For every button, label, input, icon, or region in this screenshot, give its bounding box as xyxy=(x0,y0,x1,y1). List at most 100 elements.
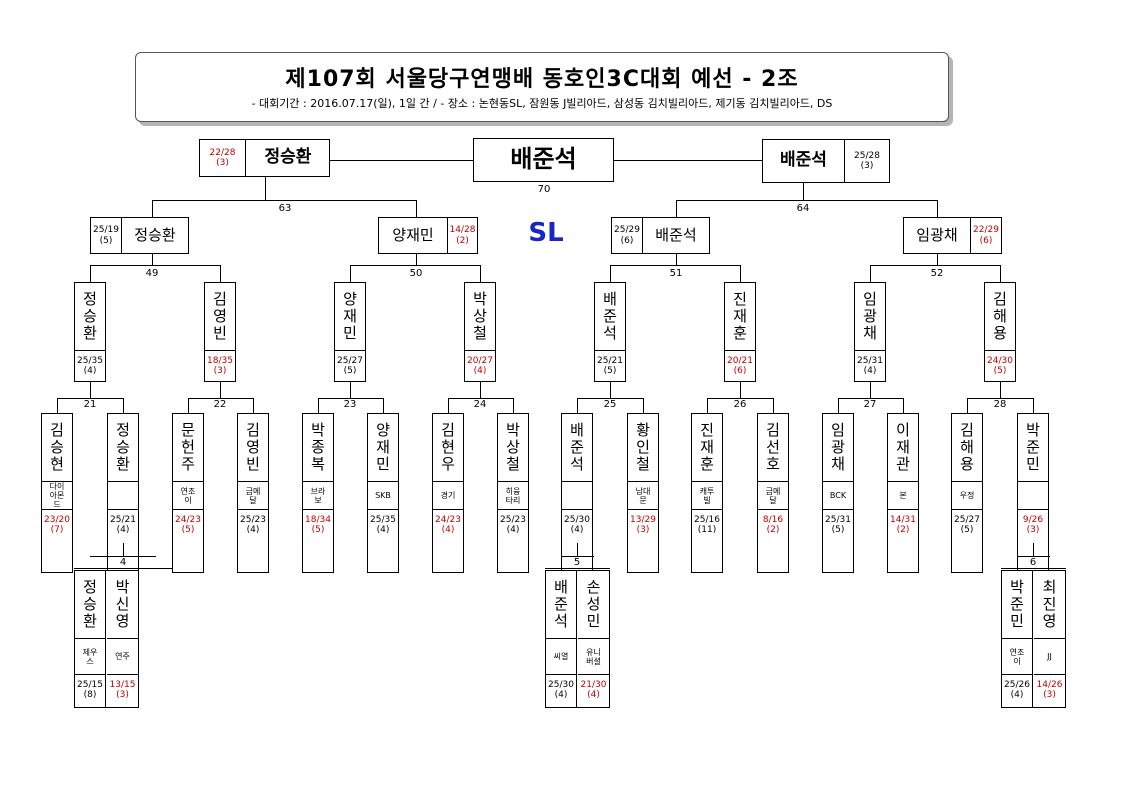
player-score-value: 25/35 xyxy=(370,514,396,525)
player-score-value: 25/16 xyxy=(694,514,720,525)
player-name-text: 박종복 xyxy=(311,420,325,474)
match-number: 49 xyxy=(145,268,159,279)
player-score: 25/19(5) xyxy=(91,218,122,253)
bracket-line xyxy=(123,543,124,557)
player-rank: (5) xyxy=(311,525,325,535)
player-name-text: 김영빈 xyxy=(246,420,260,474)
player-rank: (8) xyxy=(83,690,97,700)
bracket-line xyxy=(1001,568,1066,569)
player-rank: (4) xyxy=(506,525,520,535)
player-name: 진재훈 xyxy=(725,283,755,351)
player-rank: (4) xyxy=(116,525,130,535)
player-name: 배준석 xyxy=(545,571,577,639)
player-rank: (5) xyxy=(831,525,845,535)
player-rank: (3) xyxy=(116,690,129,700)
quarter-player-box: 22/29(6)임광채 xyxy=(903,217,1002,254)
player-rank: (4) xyxy=(587,690,600,700)
bracket-line xyxy=(318,398,319,414)
quarter-player-box: 25/19(5)정승환 xyxy=(90,217,189,254)
bracket-line xyxy=(803,183,804,201)
player-club-text: 금메달 xyxy=(245,486,261,505)
match-number: 64 xyxy=(796,203,810,214)
player-box: 박상철 20/27(4) xyxy=(464,282,496,382)
match-number: 26 xyxy=(733,399,747,410)
player-rank: (5) xyxy=(960,525,974,535)
player-rank: (4) xyxy=(83,366,97,376)
player-score-value: 24/23 xyxy=(175,514,201,525)
player-rank: (4) xyxy=(376,525,390,535)
finalist-score: 25/28(3) xyxy=(845,140,889,182)
player-name: 박준민 xyxy=(1001,571,1033,639)
player-score: 18/35(3) xyxy=(205,351,235,381)
player-score: 25/21(5) xyxy=(595,351,625,381)
player-score: 25/26(4) xyxy=(1002,675,1033,705)
player-name: 정승환 xyxy=(108,414,138,482)
bracket-line xyxy=(350,382,351,399)
player-name-text: 김승현 xyxy=(50,420,64,474)
bracket-line xyxy=(937,200,938,218)
player-score: 25/15(8) xyxy=(75,675,106,705)
player-club: 경기 xyxy=(433,482,463,510)
player-score-value: 8/16 xyxy=(762,514,784,525)
player-club-text: 캐투빌 xyxy=(699,486,715,505)
player-club: SKB xyxy=(368,482,398,510)
player-name-text: 배준석 xyxy=(570,420,584,474)
player-score-value: 25/27 xyxy=(954,514,980,525)
bracket-line xyxy=(90,382,91,399)
player-club xyxy=(108,482,138,510)
player-name: 양재민 xyxy=(335,283,365,351)
bracket-line xyxy=(1000,382,1001,399)
bracket-line xyxy=(773,398,774,414)
player-score: 24/30(5) xyxy=(985,351,1015,381)
bracket-line xyxy=(610,265,741,266)
bracket-line xyxy=(577,543,578,557)
player-name: 김선호 xyxy=(758,414,788,482)
finalist-name: 배준석 xyxy=(763,140,845,182)
bracket-line xyxy=(870,265,1001,266)
player-score: 20/27(4) xyxy=(465,351,495,381)
player-rank: (3) xyxy=(1043,690,1056,700)
player-name-text: 박준민 xyxy=(1010,577,1024,631)
bracket-line xyxy=(416,254,417,266)
player-name-text: 박상철 xyxy=(473,289,487,343)
page-title: 제107회 서울당구연맹배 동호인3C대회 예선 - 2조 xyxy=(285,67,799,92)
player-club: 히융타리 xyxy=(498,482,528,510)
bracket-line xyxy=(152,200,153,218)
player-club: 금메달 xyxy=(238,482,268,510)
player-score-value: 18/35 xyxy=(207,355,233,366)
match-number: 23 xyxy=(343,399,357,410)
player-name-text: 배준석 xyxy=(554,577,568,631)
bracket-line xyxy=(838,398,839,414)
player-score-value: 20/27 xyxy=(467,355,493,366)
player-club-text: BCK xyxy=(829,491,847,500)
player-name-text: 배준석 xyxy=(603,289,617,343)
player-rank: (2) xyxy=(456,235,469,246)
player-rank: (4) xyxy=(246,525,260,535)
player-club-text: 제우스 xyxy=(82,647,98,666)
player-score: 13/15(3) xyxy=(107,675,138,705)
bracket-line xyxy=(967,398,968,414)
player-club-text: 히융타리 xyxy=(505,486,521,505)
bracket-line xyxy=(870,382,871,399)
bracket-line xyxy=(330,160,474,161)
bracket-line xyxy=(1033,398,1034,414)
player-rank: (5) xyxy=(343,366,357,376)
bracket-line xyxy=(383,398,384,414)
player-name-text: 정승환 xyxy=(83,577,97,631)
player-club-text: 연조이 xyxy=(180,486,196,505)
player-score: 13/29(3) xyxy=(628,510,658,540)
bracket-line xyxy=(937,254,938,266)
player-box: 배준석 25/21(5) xyxy=(594,282,626,382)
bracket-line xyxy=(57,398,124,399)
finalist-score: 22/28(3) xyxy=(200,140,246,176)
player-score-value: 25/21 xyxy=(597,355,623,366)
finalist-name: 정승환 xyxy=(264,147,312,168)
finalist-score-value: 25/28 xyxy=(854,150,880,161)
